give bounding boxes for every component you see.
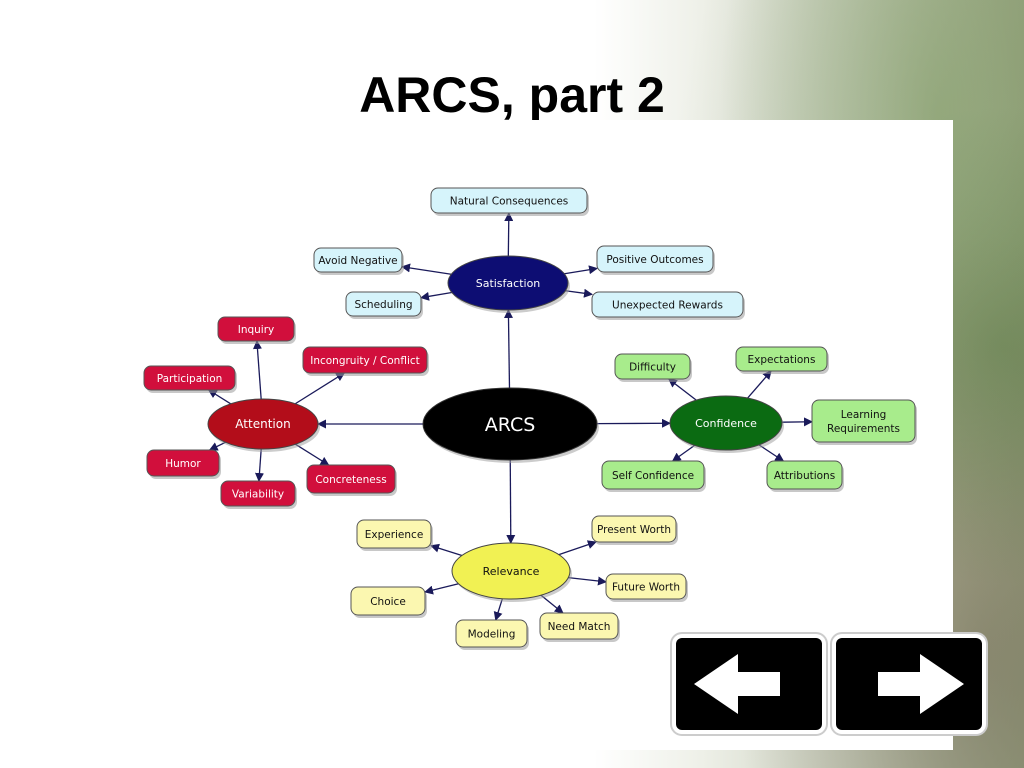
edge-confidence-to-attributions — [758, 444, 785, 462]
node-variability: Variability — [220, 480, 297, 509]
edge-relevance-to-need-match — [540, 594, 564, 614]
edge-satisfaction-to-unexpected-rewards — [565, 288, 593, 298]
edge-attention-to-humor — [208, 441, 226, 451]
edge-arcs-to-satisfaction — [503, 308, 513, 389]
node-difficulty: Difficulty — [614, 353, 692, 382]
node-label: Natural Consequences — [450, 196, 569, 208]
edge-confidence-to-expectations — [747, 370, 772, 399]
node-expectations: Expectations — [735, 346, 829, 374]
node-choice: Choice — [350, 586, 427, 618]
previous-slide-button[interactable] — [676, 638, 822, 730]
node-label: Attention — [235, 417, 290, 431]
node-concreteness: Concreteness — [306, 464, 397, 496]
node-experience: Experience — [356, 519, 433, 551]
edge-relevance-to-modeling — [493, 598, 503, 621]
edge-confidence-to-self-confidence — [671, 444, 695, 462]
edge-satisfaction-to-avoid-negative — [401, 263, 452, 275]
edge-satisfaction-to-natural-consequences — [504, 212, 514, 257]
node-label: ARCS — [485, 414, 536, 436]
node-label: Avoid Negative — [318, 255, 397, 267]
node-positive-outcomes: Positive Outcomes — [596, 245, 715, 275]
edge-confidence-to-difficulty — [667, 378, 697, 401]
node-label: Confidence — [695, 417, 757, 430]
node-satisfaction: Satisfaction — [447, 255, 570, 313]
node-label: Future Worth — [612, 582, 680, 594]
node-present-worth: Present Worth — [591, 515, 678, 545]
edge-relevance-to-choice — [424, 583, 459, 595]
slide-navigation — [672, 638, 992, 738]
node-unexpected-rewards: Unexpected Rewards — [591, 291, 745, 320]
node-future-worth: Future Worth — [605, 573, 688, 602]
node-label: Positive Outcomes — [606, 254, 703, 266]
edge-arcs-to-relevance — [506, 459, 516, 545]
next-slide-button[interactable] — [836, 638, 982, 730]
node-label: Choice — [370, 596, 406, 608]
node-participation: Participation — [143, 365, 237, 393]
node-natural-consequences: Natural Consequences — [430, 187, 589, 216]
node-scheduling: Scheduling — [345, 291, 423, 319]
node-modeling: Modeling — [455, 619, 529, 650]
node-need-match: Need Match — [539, 612, 620, 642]
node-label: Difficulty — [629, 362, 676, 374]
node-inquiry: Inquiry — [217, 316, 296, 344]
edge-relevance-to-experience — [430, 543, 463, 557]
node-label: Self Confidence — [612, 470, 694, 482]
node-relevance: Relevance — [451, 542, 572, 602]
edge-satisfaction-to-positive-outcomes — [564, 265, 598, 275]
concept-map: ARCS Satisfaction Natural ConsequencesAvoi… — [143, 187, 917, 650]
node-arcs-center: ARCS — [422, 387, 599, 463]
node-attention: Attention — [207, 398, 320, 452]
node-label: Relevance — [483, 565, 540, 578]
edge-attention-to-variability — [254, 448, 264, 482]
node-humor: Humor — [146, 449, 221, 479]
node-label: Variability — [232, 489, 284, 501]
edge-satisfaction-to-scheduling — [420, 291, 452, 301]
node-self-confidence: Self Confidence — [601, 460, 706, 492]
edge-attention-to-concreteness — [295, 443, 330, 466]
node-label: Present Worth — [597, 524, 671, 536]
node-confidence: Confidence — [669, 395, 784, 453]
node-avoid-negative: Avoid Negative — [313, 247, 404, 275]
node-label: Attributions — [774, 470, 835, 482]
right-arrow-icon — [878, 654, 964, 714]
node-attributions: Attributions — [766, 460, 844, 492]
node-label: Satisfaction — [476, 277, 541, 290]
node-label: Incongruity / Conflict — [310, 355, 420, 367]
node-label: Expectations — [748, 354, 816, 366]
node-label: Learning — [841, 409, 887, 421]
left-arrow-icon — [694, 654, 780, 714]
node-incongruity-conflict: Incongruity / Conflict — [302, 346, 429, 376]
edge-relevance-to-future-worth — [568, 576, 607, 586]
node-label: Requirements — [827, 423, 900, 435]
node-label: Concreteness — [315, 474, 386, 486]
edge-attention-to-incongruity-conflict — [294, 372, 346, 405]
node-label: Participation — [157, 373, 223, 385]
node-label: Modeling — [468, 629, 516, 641]
node-label: Humor — [165, 458, 201, 470]
node-label: Experience — [365, 529, 424, 541]
edge-relevance-to-present-worth — [558, 540, 597, 556]
node-label: Unexpected Rewards — [612, 300, 723, 312]
node-label: Need Match — [548, 621, 611, 633]
slide-title: ARCS, part 2 — [359, 67, 665, 123]
node-label: Scheduling — [354, 299, 412, 311]
node-label: Inquiry — [238, 324, 275, 336]
edge-attention-to-inquiry — [252, 340, 262, 400]
